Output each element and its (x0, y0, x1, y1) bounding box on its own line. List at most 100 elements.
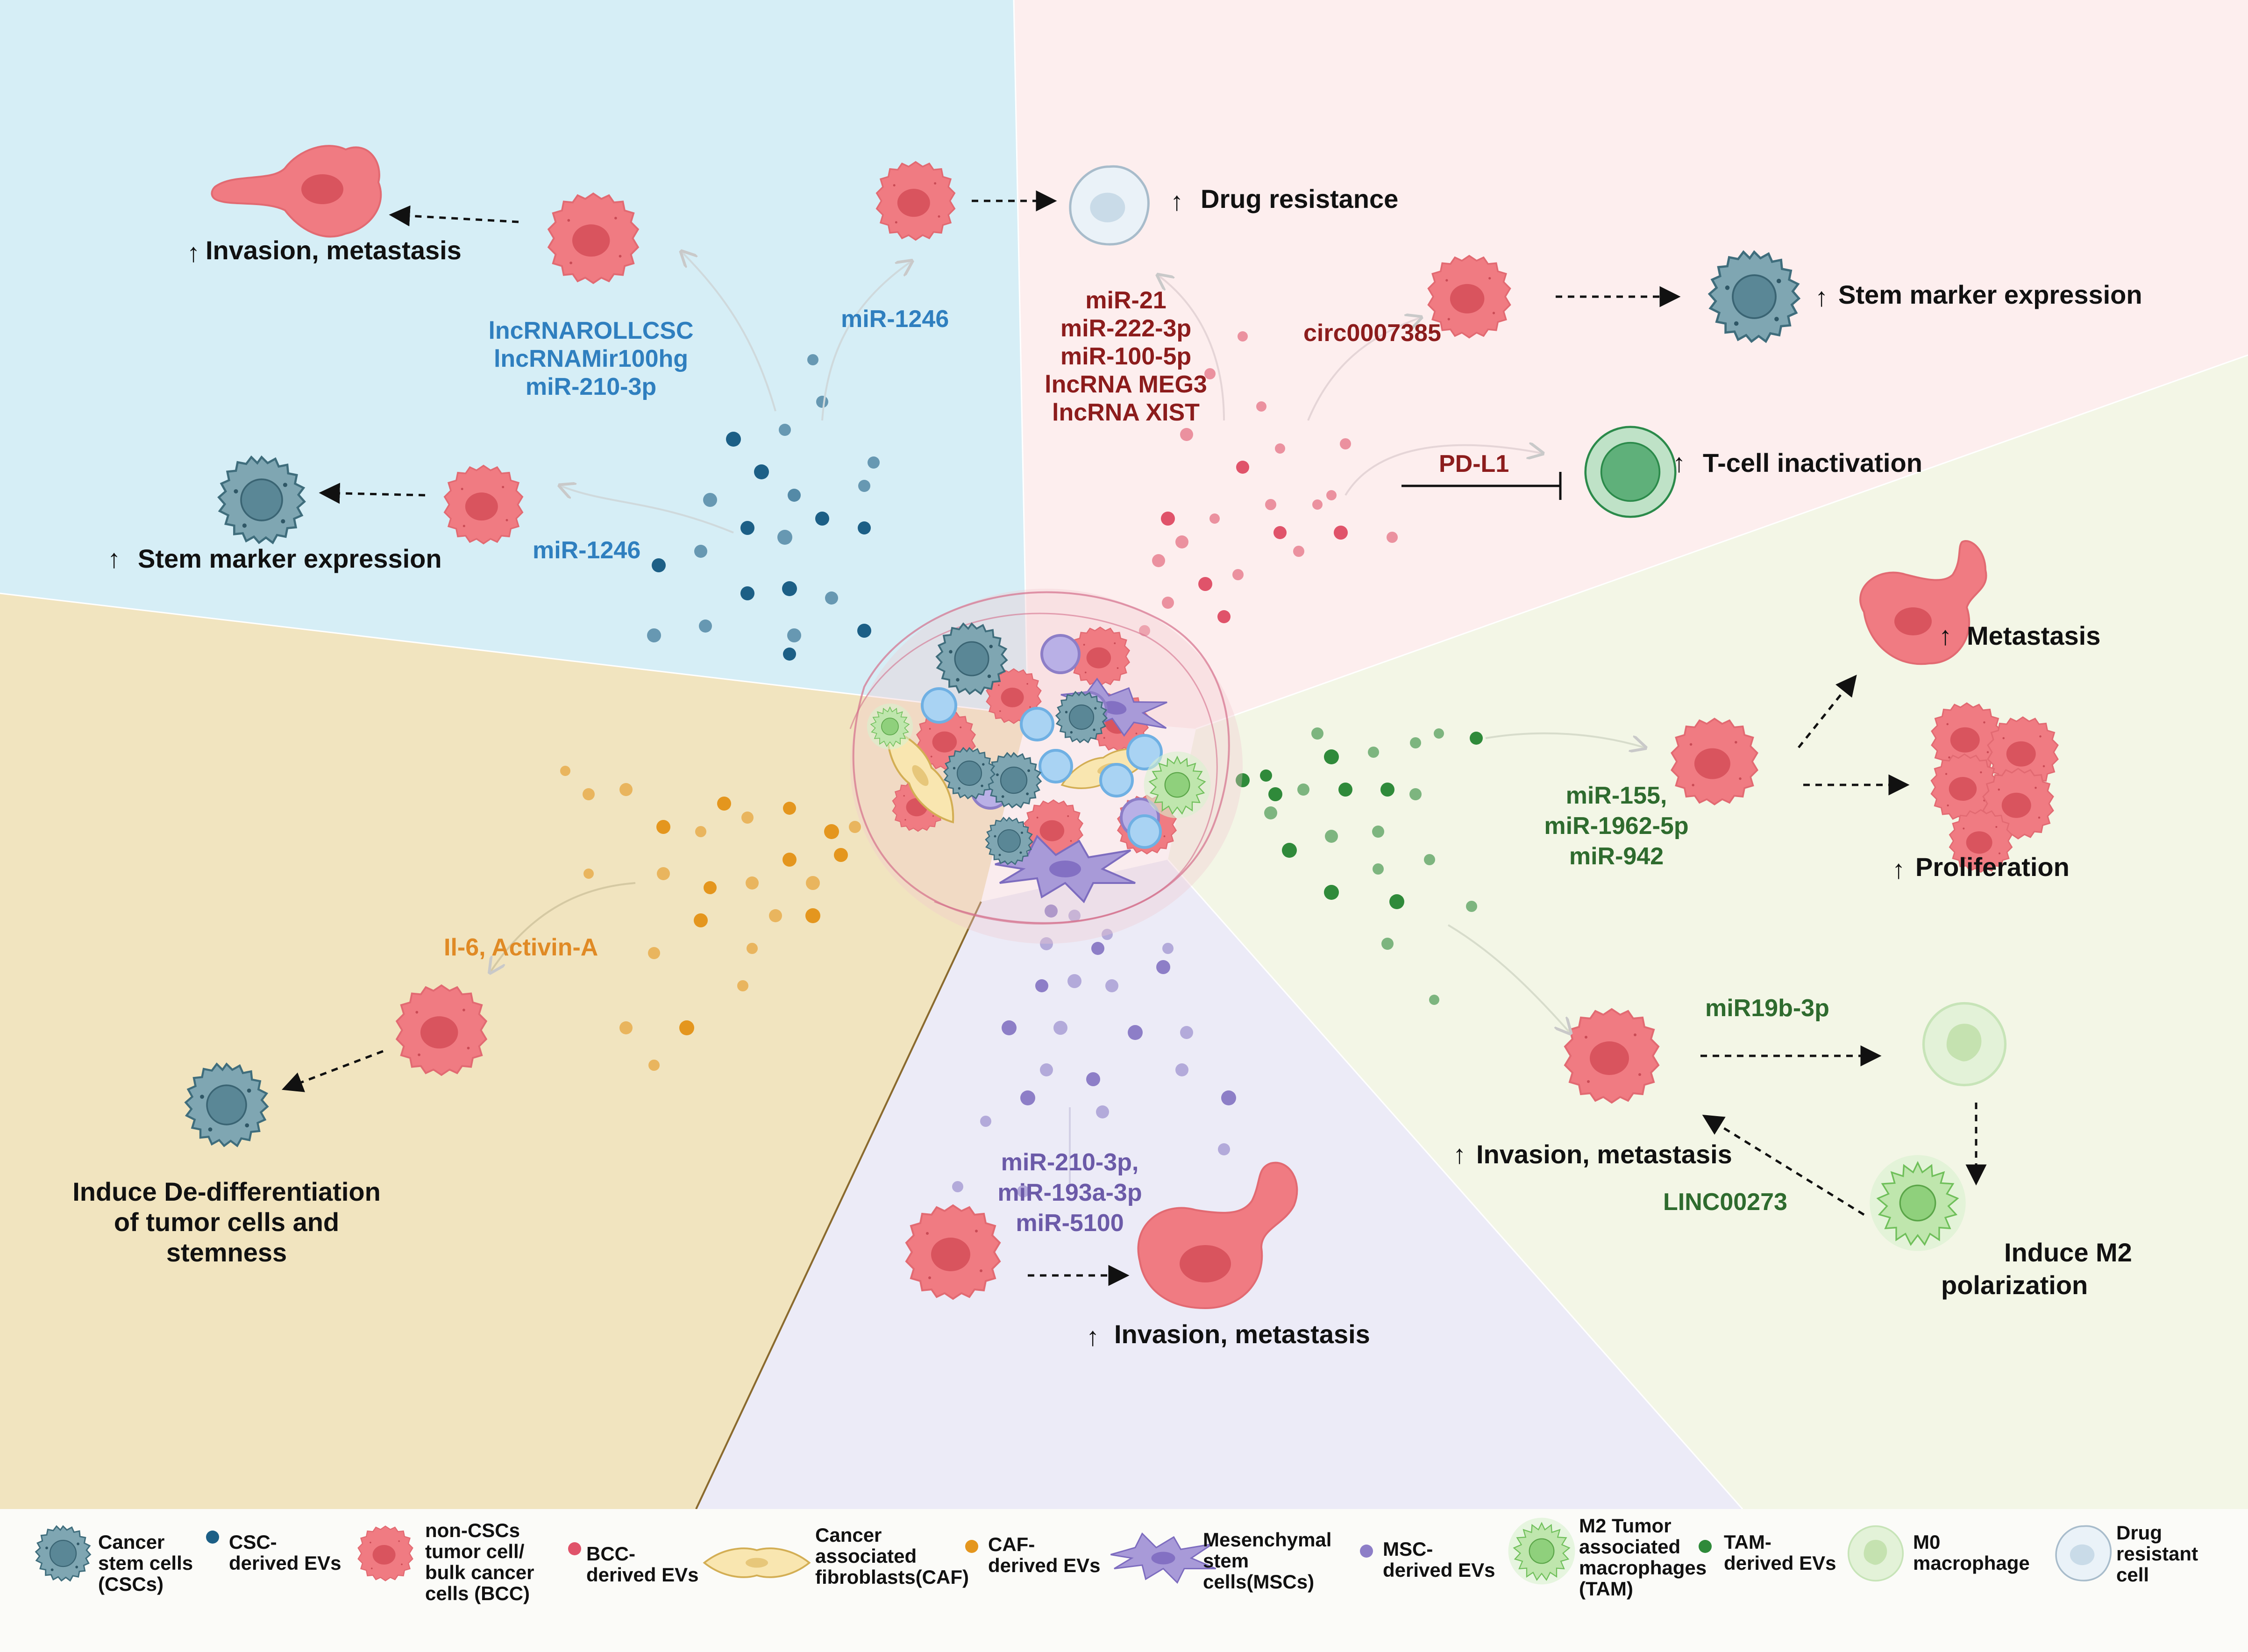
svg-text:cells(MSCs): cells(MSCs) (1203, 1571, 1314, 1593)
svg-text:derived EVs: derived EVs (1724, 1552, 1836, 1574)
caf-dediff-3: stemness (166, 1238, 287, 1267)
drug-resistant-cell-icon (1070, 166, 1149, 244)
bcc-circ-label: circ0007385 (1303, 320, 1441, 347)
csc-invasion-label: Invasion, metastasis (206, 235, 462, 265)
bcc-pdl1-label: PD-L1 (1439, 450, 1509, 477)
bcc-sector-content: ↑ Drug resistance miR-21 miR-222-3p miR-… (875, 161, 2142, 517)
drug-resistant-cell-icon (2055, 1525, 2112, 1581)
svg-text:cells (BCC): cells (BCC) (425, 1582, 530, 1604)
bcc-mir-1: miR-21 (1085, 287, 1166, 314)
invasive-cell-icon (211, 145, 382, 238)
up-arrow-icon: ↑ (187, 238, 200, 267)
tam-mir-1: miR-155, (1566, 782, 1667, 809)
legend-item-msc-ev: MSC- derived EVs (1360, 1538, 1495, 1581)
ev-dot-icon (965, 1540, 978, 1553)
fibroblast-icon (703, 1547, 811, 1578)
svg-text:derived EVs: derived EVs (1383, 1559, 1495, 1581)
cancer-cell-icon (357, 1525, 413, 1581)
bcc-drug-label: Drug resistance (1201, 184, 1398, 214)
legend-item-msc: Mesenchymal stem cells(MSCs) (1110, 1529, 1331, 1593)
invasive-cell-icon (1137, 1161, 1298, 1310)
legend-item-bcc-ev: BCC- derived EVs (568, 1542, 698, 1586)
bcc-ev-cloud (1139, 331, 1398, 636)
up-arrow-icon: ↑ (107, 544, 121, 573)
tam-mir19b-label: miR19b-3p (1705, 995, 1829, 1022)
cancer-cell-icon (875, 161, 956, 241)
cancer-cell-icon (905, 1204, 1001, 1300)
svg-text:non-CSCs: non-CSCs (425, 1519, 520, 1541)
tam-m2-label-1: Induce M2 (2004, 1238, 2132, 1267)
csc-sector-content: ↑ Invasion, metastasis lncRNAROLLCSC lnc… (107, 145, 949, 573)
cancer-cell-icon (1671, 718, 1758, 805)
tam-ev-cloud (1236, 727, 1483, 1005)
msc-mir-3: miR-5100 (1016, 1210, 1124, 1237)
svg-text:(TAM): (TAM) (1579, 1578, 1633, 1600)
caf-ev-cloud (560, 766, 861, 1071)
csc-lnc-label-2: lncRNAMir100hg (494, 345, 688, 372)
msc-mir-1: miR-210-3p, (1001, 1149, 1139, 1176)
svg-text:associated: associated (815, 1545, 917, 1567)
csc-stem-label: Stem marker expression (138, 544, 442, 573)
tam-mir-3: miR-942 (1569, 843, 1664, 870)
caf-sector-content: Il-6, Activin-A Induce De-differentiatio… (72, 882, 636, 1267)
legend-item-tam: M2 Tumor associated macrophages (TAM) (1508, 1515, 1707, 1600)
up-arrow-icon: ↑ (1170, 186, 1183, 216)
svg-text:BCC-: BCC- (586, 1543, 635, 1565)
tam-mir-2: miR-1962-5p (1544, 812, 1688, 840)
bcc-mir-4: lncRNA MEG3 (1045, 371, 1207, 398)
macrophage-m0-icon (1924, 1004, 2006, 1085)
svg-text:Cancer: Cancer (98, 1531, 164, 1553)
caf-dediff-2: of tumor cells and (114, 1207, 339, 1237)
svg-text:derived EVs: derived EVs (586, 1564, 698, 1586)
svg-text:cell: cell (2116, 1564, 2149, 1586)
svg-text:Drug: Drug (2116, 1522, 2162, 1544)
legend-item-m0: M0 macrophage (1847, 1525, 2030, 1582)
svg-text:M0: M0 (1913, 1531, 1940, 1553)
t-cell-icon (1586, 427, 1676, 517)
bcc-mir-5: lncRNA XIST (1052, 399, 1200, 426)
cancer-cell-icon (1564, 1008, 1659, 1104)
tam-metastasis-label: Metastasis (1967, 621, 2100, 650)
svg-text:macrophages: macrophages (1579, 1557, 1707, 1579)
svg-text:CSC-: CSC- (229, 1531, 277, 1553)
msc-invasion-label: Invasion, metastasis (1114, 1319, 1370, 1349)
svg-text:bulk cancer: bulk cancer (425, 1561, 534, 1583)
csc-mir1246-left: miR-1246 (533, 537, 640, 564)
svg-text:macrophage: macrophage (1913, 1552, 2030, 1574)
msc-sector (696, 860, 1743, 1509)
tam-invasion-label: Invasion, metastasis (1476, 1139, 1732, 1169)
msc-ev-cloud (952, 904, 1236, 1197)
macrophage-m2-icon (1869, 1154, 1967, 1252)
bcc-stem-label: Stem marker expression (1838, 280, 2142, 309)
legend-item-caf-ev: CAF- derived EVs (965, 1533, 1100, 1576)
svg-text:fibroblasts(CAF): fibroblasts(CAF) (815, 1566, 969, 1588)
invasive-cell-icon (1859, 540, 1987, 665)
up-arrow-icon: ↑ (1815, 282, 1828, 312)
svg-text:Cancer: Cancer (815, 1524, 882, 1546)
svg-text:Mesenchymal: Mesenchymal (1203, 1529, 1331, 1551)
cancer-cell-icon (444, 465, 524, 545)
svg-text:stem cells: stem cells (98, 1552, 193, 1574)
svg-text:resistant: resistant (2116, 1543, 2198, 1565)
tam-linc-label: LINC00273 (1663, 1189, 1787, 1216)
msc-sector-content: miR-210-3p, miR-193a-3p miR-5100 ↑ Invas… (905, 1107, 1370, 1351)
svg-text:derived EVs: derived EVs (229, 1552, 341, 1574)
svg-text:derived EVs: derived EVs (988, 1554, 1100, 1576)
csc-lnc-label-3: miR-210-3p (526, 373, 656, 400)
bcc-mir-3: miR-100-5p (1060, 343, 1191, 370)
macrophage-m2-icon (1508, 1517, 1576, 1585)
caf-dediff-1: Induce De-differentiation (72, 1177, 381, 1206)
bcc-sector (1014, 0, 2248, 729)
bcc-tcell-label: T-cell inactivation (1703, 448, 1922, 477)
svg-text:(CSCs): (CSCs) (98, 1573, 164, 1595)
bcc-mir-2: miR-222-3p (1060, 315, 1191, 342)
legend-item-caf: Cancer associated fibroblasts(CAF) (703, 1524, 969, 1588)
up-arrow-icon: ↑ (1892, 854, 1905, 884)
svg-text:M2 Tumor: M2 Tumor (1579, 1515, 1672, 1537)
up-arrow-icon: ↑ (1086, 1322, 1099, 1351)
csc-ev-cloud (647, 354, 880, 661)
up-arrow-icon: ↑ (1939, 621, 1952, 650)
legend-panel (0, 1509, 2248, 1652)
ev-dot-icon (206, 1531, 219, 1544)
